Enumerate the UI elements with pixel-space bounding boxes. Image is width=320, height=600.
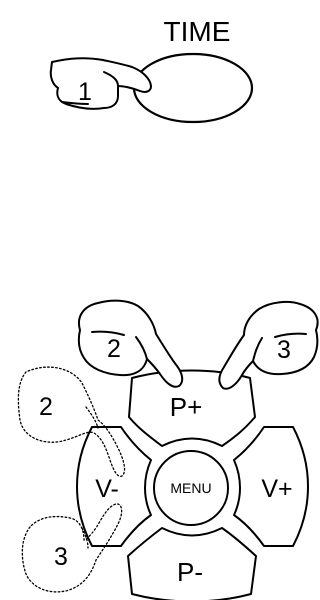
p-plus-label: P+ — [170, 392, 203, 422]
menu-label: MENU — [170, 480, 211, 496]
step-number-v-plus: 3 — [277, 336, 291, 364]
time-section: TIME 1 — [49, 16, 254, 124]
step-number-p-minus: 3 — [54, 543, 68, 571]
dotted-hand-outline-icon — [21, 503, 123, 593]
step-number-p-plus: 2 — [107, 335, 121, 363]
dotted-hand-outline-icon — [17, 366, 126, 478]
pointing-hand-icon — [49, 57, 152, 110]
pointing-hand-icon — [77, 299, 184, 388]
v-plus-label: V+ — [261, 475, 292, 503]
p-minus-button[interactable] — [127, 527, 257, 600]
v-plus-button[interactable] — [233, 426, 309, 547]
p-plus-button[interactable] — [128, 369, 256, 447]
time-step-number: 1 — [78, 78, 92, 106]
remote-dpad — [76, 369, 309, 600]
pointing-hand-icon — [218, 300, 319, 390]
v-minus-label: V- — [95, 475, 119, 503]
menu-button[interactable] — [153, 450, 229, 526]
p-minus-label: P- — [177, 557, 203, 587]
time-title: TIME — [164, 16, 231, 47]
v-minus-button[interactable] — [76, 426, 152, 547]
step-number-v-minus: 2 — [39, 393, 53, 421]
